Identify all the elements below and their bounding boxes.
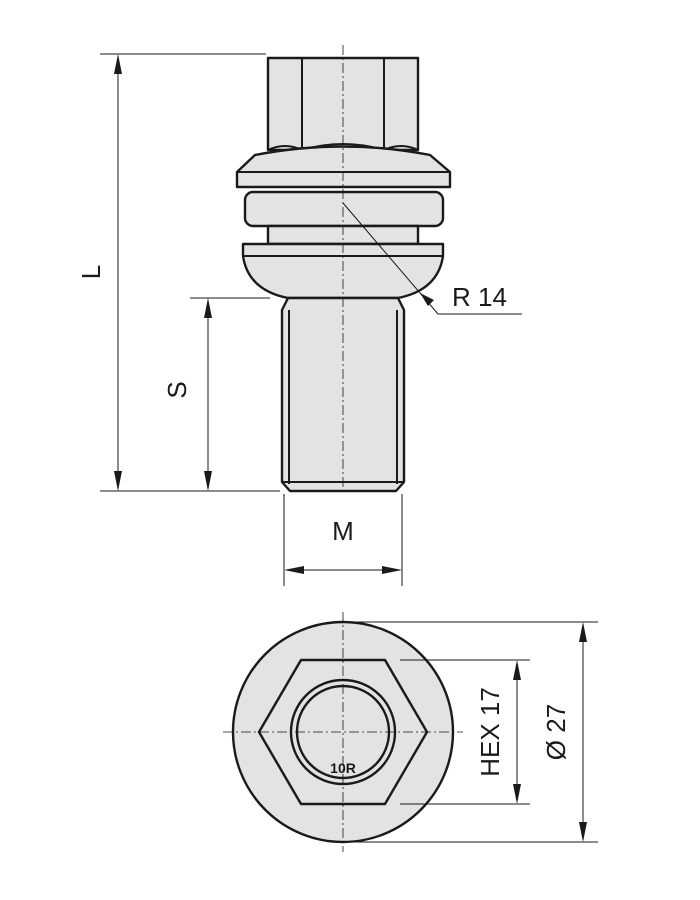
arrowhead — [420, 293, 434, 306]
hex-size-label: HEX 17 — [475, 687, 505, 777]
arrowhead — [204, 471, 212, 491]
arrowhead — [513, 660, 521, 680]
length-label: L — [76, 265, 106, 279]
side-view: L S M R 14 — [76, 45, 522, 586]
arrowhead — [114, 471, 122, 491]
head-marking: 10R — [330, 760, 356, 776]
radius-leader-line — [342, 202, 522, 315]
arrowhead — [204, 298, 212, 318]
thread-length-label: S — [162, 381, 192, 398]
diameter-label: Ø 27 — [541, 704, 571, 760]
arrowhead — [114, 54, 122, 74]
thread-size-label: M — [332, 516, 354, 546]
radius-label: R 14 — [452, 282, 507, 312]
arrowhead — [382, 566, 402, 574]
bolt-flange-collar — [235, 145, 452, 189]
arrowhead — [284, 566, 304, 574]
arrowhead — [579, 822, 587, 842]
arrowhead — [579, 622, 587, 642]
end-view: 10R HEX 17 Ø 27 — [223, 612, 598, 852]
arrowhead — [513, 784, 521, 804]
washer-ring — [243, 190, 445, 228]
